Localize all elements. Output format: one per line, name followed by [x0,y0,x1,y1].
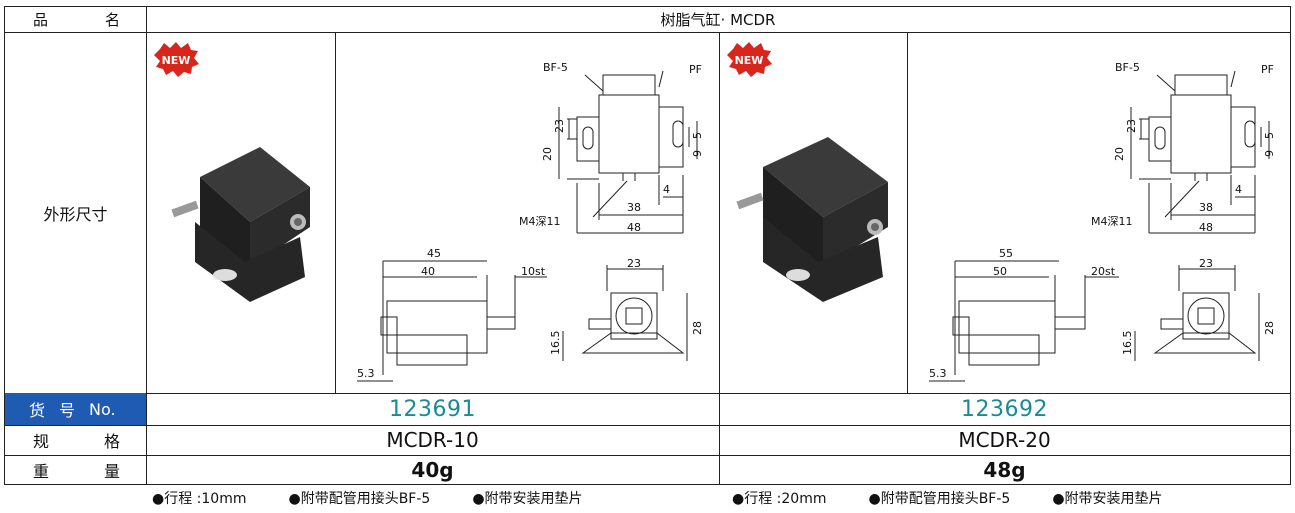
label-char: 重 [33,461,50,481]
dim-label: 16.5 [1121,331,1134,356]
label-char: 量 [103,461,120,481]
dim-label: 4 [1235,183,1242,196]
model-spec: MCDR-10 [386,428,479,452]
cylinder-image [171,147,310,302]
dim-label: 10st [521,265,546,278]
dim-label: 23 [1125,119,1138,133]
note-item: ●附带配管用接头BF-5 [288,491,431,507]
col-divider [719,32,720,484]
dim-label: 23 [1199,257,1213,270]
notes-left: ●行程 :10mm ●附带配管用接头BF-5 ●附带安装用垫片 [152,488,625,508]
model-spec: MCDR-20 [958,428,1051,452]
dim-label: 23 [553,119,566,133]
dim-label: 5 [691,132,704,139]
dim-label: 48 [627,221,641,234]
note-item: ●附带配管用接头BF-5 [868,491,1011,507]
cylinder-image [736,137,888,302]
dim-label: 20st [1091,265,1116,278]
product-photo: NEW [727,42,888,302]
dim-label: 16.5 [549,331,562,356]
dim-label: 4 [663,183,670,196]
new-badge-icon: NEW [154,42,199,77]
row-divider [5,455,1290,456]
note-item: ●行程 :10mm [152,491,247,507]
label-char: No. [89,399,116,419]
dim-label: M4深11 [519,215,561,228]
dim-label: BF-5 [1115,61,1140,74]
part-number: 123691 [389,396,476,422]
label-char: 号 [59,401,76,420]
col-divider [907,32,908,393]
note-item: ●行程 :20mm [732,491,827,507]
dim-label: 55 [999,247,1013,260]
new-badge-text: NEW [162,54,191,67]
spec-table: 品 名 树脂气缸· MCDR 外形尺寸 货 号 No. 123691 12369… [4,6,1291,485]
dim-label: 28 [691,321,704,335]
col-divider [335,32,336,393]
dim-label: 48 [1199,221,1213,234]
note-item: ●附带安装用垫片 [472,491,583,507]
label-char: 货 [29,401,46,420]
product-name-label: 品 名 [5,7,146,32]
dim-label: 28 [1263,321,1276,335]
dim-label: 20 [541,147,554,161]
dim-label: PF [1261,63,1274,76]
row-divider [5,393,1290,394]
product-photo: NEW [154,42,310,302]
row-divider [5,425,1290,426]
weight-label: 重 量 [5,455,146,484]
dimensions-label: 外形尺寸 [43,204,108,224]
weight-value: 40g [411,457,454,482]
dim-label: 38 [627,201,641,214]
note-item: ●附带安装用垫片 [1052,491,1163,507]
dim-label: 9 [1263,150,1276,157]
label-char: 名 [104,11,120,29]
dimension-drawing: BF-5 PF 23 20 5 9 4 38 48 M4深11 45 40 10… [357,61,704,382]
dim-label: 5.3 [929,367,947,380]
label-char: 格 [103,432,120,451]
spec-label: 规 格 [5,425,146,455]
dim-label: 5 [1263,132,1276,139]
part-no-label: 货 号 No. [5,393,146,425]
dim-label: 38 [1199,201,1213,214]
new-badge-icon: NEW [727,42,772,77]
row-divider [5,32,1290,33]
weight-value: 48g [983,457,1026,482]
dim-label: 23 [627,257,641,270]
dim-label: 45 [427,247,441,260]
dim-label: PF [689,63,702,76]
notes-right: ●行程 :20mm ●附带配管用接头BF-5 ●附带安装用垫片 [732,488,1205,508]
col-divider [146,7,147,484]
dim-label: 40 [421,265,435,278]
dim-label: 5.3 [357,367,375,380]
dimension-drawing: BF-5 PF 23 20 5 9 4 38 48 M4深11 55 50 20… [929,61,1276,382]
dim-label: 9 [691,150,704,157]
dim-label: BF-5 [543,61,568,74]
label-char: 品 [33,11,49,29]
dim-label: 20 [1113,147,1126,161]
label-char: 规 [33,432,50,451]
dim-label: M4深11 [1091,215,1133,228]
part-number: 123692 [961,396,1048,422]
product-name: 树脂气缸· MCDR [660,11,776,29]
dim-label: 50 [993,265,1007,278]
new-badge-text: NEW [735,54,764,67]
